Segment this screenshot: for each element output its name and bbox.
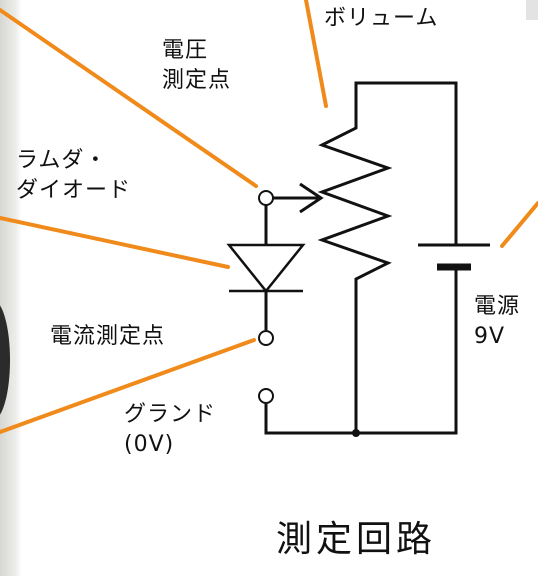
wire-battery-to-ground [264,267,458,435]
junction-dot [352,429,360,437]
diagram-title: 測定回路 [276,519,437,560]
ground-terminal [258,388,274,404]
label-current-measure-point: 電流測定点 [50,324,166,349]
wire-top-loop [354,81,458,245]
potentiometer-resistor [317,107,393,433]
label-power-source: 電源 9V [474,294,521,349]
label-lambda-diode: ラムダ・ ダイオード [16,148,132,203]
leader-line-power [500,201,538,248]
voltage-terminal [258,190,274,206]
leader-line-volume [304,0,328,108]
wiper-arrowhead [299,182,324,214]
label-voltage-measure-point: 電圧 測定点 [162,38,232,93]
leader-line-voltage-point [0,8,258,188]
diode-triangle [226,243,306,293]
current-terminal [258,330,274,346]
background-photo-knob [0,300,10,420]
label-volume: ボリューム [324,6,439,31]
leader-line-current-point [0,338,256,434]
leader-line-lambda-diode [0,216,230,269]
label-ground: グランド (0V) [124,402,217,457]
background-photo-corner [526,0,538,20]
